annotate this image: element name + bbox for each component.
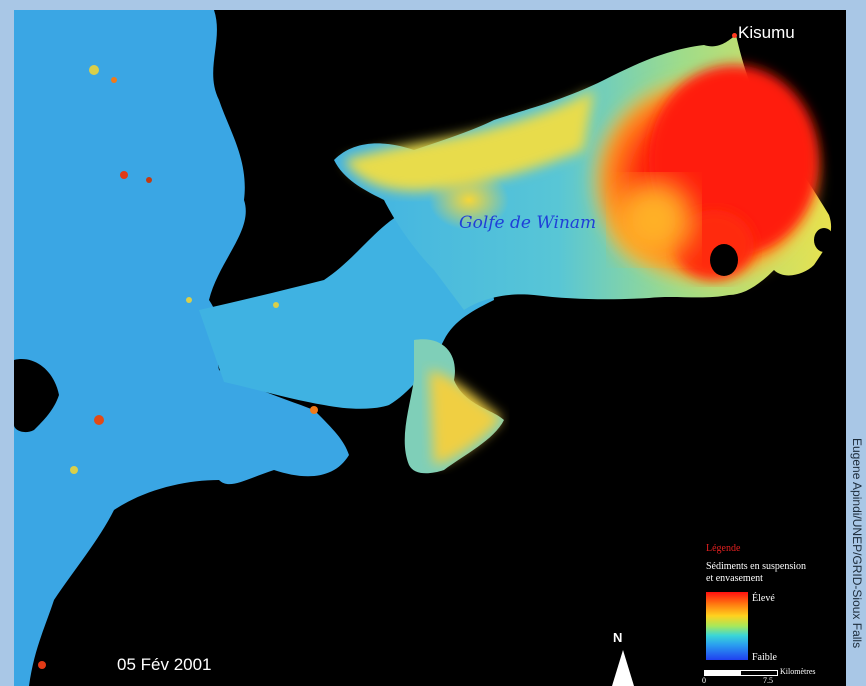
scale-end: 7.5 [763,676,773,685]
lake-main-body [14,10,349,686]
legend-title: Légende [706,543,741,554]
legend-color-ramp [706,592,748,660]
lake-island [14,359,59,433]
scale-bar [704,670,778,676]
north-arrow-icon [612,650,634,686]
image-credit: Eugene Apindi/UNEP/GRID-Sioux Falls [848,438,866,686]
gulf-label: Golfe de Winam [459,213,597,233]
kisumu-marker-icon [732,33,737,38]
legend-subtitle-line2: et envasement [706,573,763,584]
image-date: 05 Fév 2001 [117,655,212,674]
legend-high-label: Élevé [752,593,775,604]
place-label-kisumu: Kisumu [738,23,795,42]
legend-subtitle-line1: Sédiments en suspension [706,561,806,572]
scale-start: 0 [702,676,706,685]
north-label: N [613,630,623,645]
legend-low-label: Faible [752,652,777,663]
credit-text: Eugene Apindi/UNEP/GRID-Sioux Falls [850,438,864,649]
satellite-map: Kisumu Golfe de Winam 05 Fév 2001 N Lége… [14,10,846,686]
lake-imagery [14,10,834,686]
scale-unit: Kilomètres [780,667,816,676]
